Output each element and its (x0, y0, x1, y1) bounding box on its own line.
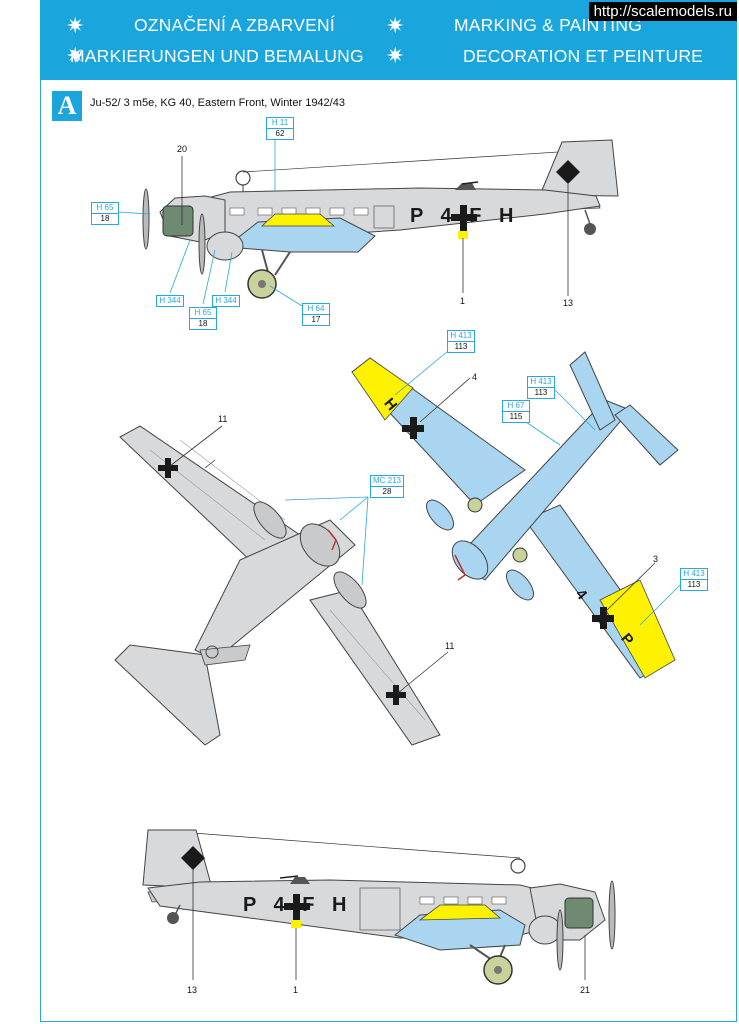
bottom-code-letters: P 4 F H (243, 894, 353, 916)
underside-view-right (351, 350, 681, 679)
side-code-letters: P 4 F H (410, 205, 520, 227)
header-title-de: MARKIERUNGEN UND BEMALUNG (70, 46, 364, 66)
ref-number: 21 (580, 985, 591, 995)
top-view-left (114, 425, 449, 746)
ref-number: 13 (563, 298, 574, 308)
header-title-fr: DECORATION ET PEINTURE (463, 46, 704, 66)
profile-letter-badge: A (52, 91, 82, 121)
page-frame (40, 0, 737, 1022)
ref-number: 13 (187, 985, 198, 995)
header-title-cz: OZNAČENÍ A ZBARVENÍ (134, 15, 335, 35)
side-view-bottom (142, 829, 616, 985)
star-icon: ✷ (386, 43, 405, 68)
ref-number: 1 (293, 985, 299, 995)
side-view-top (117, 137, 619, 307)
ref-number: 20 (177, 144, 188, 154)
watermark-link[interactable]: http://scalemodels.ru (588, 2, 737, 21)
profile-subtitle: Ju-52/ 3 m5e, KG 40, Eastern Front, Wint… (90, 97, 345, 109)
star-icon: ✷ (66, 13, 85, 38)
ref-number: 1 (460, 296, 466, 306)
balkenkreuz-side (451, 205, 477, 231)
ref-number: 11 (218, 414, 228, 424)
star-icon: ✷ (66, 43, 85, 68)
ref-number: 3 (653, 554, 659, 564)
callout-h344-a: H 344 (156, 295, 184, 307)
callout-h344-b: H 344 (212, 295, 240, 307)
ref-number: 4 (472, 372, 478, 382)
ref-number: 11 (445, 641, 455, 651)
star-icon: ✷ (386, 13, 405, 38)
